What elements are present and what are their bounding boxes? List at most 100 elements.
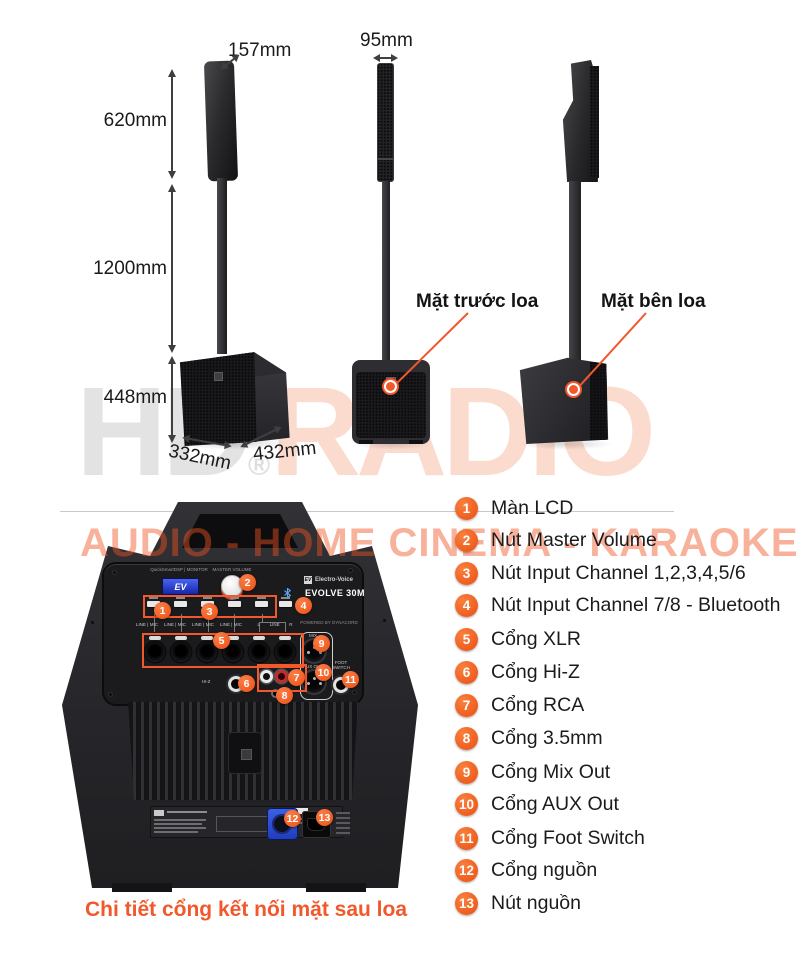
label-text-bar — [154, 823, 202, 825]
target-dot-front — [384, 380, 397, 393]
button-caption-bar — [257, 597, 266, 599]
legend-number: 9 — [455, 760, 478, 784]
speaker1-column-array — [203, 60, 239, 182]
legend-label: Nút Input Channel 7/8 - Bluetooth — [491, 593, 781, 616]
speaker2-base — [352, 360, 430, 444]
legend-label: Nút Master Volume — [491, 528, 657, 551]
drop-line — [208, 614, 209, 632]
legend-number: 13 — [455, 891, 478, 915]
speaker1-pole — [217, 178, 227, 354]
legend-label: Cổng 3.5mm — [491, 726, 603, 749]
l-label: L — [257, 622, 261, 627]
callout-10: 10 — [315, 664, 332, 681]
screw-icon — [112, 570, 117, 575]
legend-label: Cổng Foot Switch — [491, 826, 645, 849]
callout-12: 12 — [284, 810, 301, 827]
label-text-bar — [167, 811, 207, 813]
rca-jack-white[interactable] — [260, 670, 273, 683]
speaker1-base — [174, 346, 292, 448]
drop-line — [259, 622, 286, 623]
line-mic-label: LINE | MIC — [220, 622, 242, 627]
arrowhead — [168, 171, 176, 179]
rear-panel-view: QuickSmartDSP | MONITOR EV MASTER VOLUME… — [60, 500, 420, 900]
callout-2: 2 — [239, 574, 256, 591]
drop-line — [181, 614, 182, 632]
lcd-text: EV — [174, 581, 187, 592]
label-text-bar — [154, 819, 206, 821]
callout-7: 7 — [288, 669, 305, 686]
jack-label-pill — [201, 636, 213, 640]
ev-emblem — [241, 749, 252, 760]
legend-item-13: 13 Nút nguồn — [455, 891, 581, 915]
dim-base-height: 448mm — [103, 387, 167, 408]
xlr-combo-jack-4[interactable] — [223, 642, 243, 662]
screw-icon — [382, 618, 387, 623]
arrowhead — [168, 345, 176, 353]
model-name: EVOLVE 30M — [305, 588, 365, 598]
legend-label: Cổng AUX Out — [491, 792, 619, 815]
xlr-combo-jack-1[interactable] — [145, 642, 165, 662]
lcd-caption: QuickSmartDSP | MONITOR — [150, 567, 208, 572]
legend-label: Cổng nguồn — [491, 858, 598, 881]
ev-logo-small — [154, 810, 164, 816]
mix-label: MIX — [308, 633, 317, 638]
dim-front-width: 95mm — [360, 30, 413, 51]
line-mic-label: LINE | MIC — [136, 622, 158, 627]
callout-4: 4 — [295, 597, 312, 614]
dim-array-height: 620mm — [103, 110, 167, 131]
ev-logo-icon: EV — [304, 576, 312, 584]
watermark-tagline: AUDIO - HOME CINEMA - KARAOKE — [80, 521, 799, 565]
xlr-combo-jack-2[interactable] — [171, 642, 191, 662]
legend-label: Màn LCD — [491, 496, 574, 519]
callout-1: 1 — [154, 602, 171, 619]
input-5-6-button[interactable] — [255, 601, 268, 607]
speaker3-base-grille-edge — [590, 362, 607, 440]
drop-line — [234, 614, 235, 632]
xlr-combo-jack-3[interactable] — [197, 642, 217, 662]
volume-label: MASTER VOLUME — [212, 567, 252, 572]
legend-number: 5 — [455, 627, 478, 651]
speaker3-column-grille-edge — [590, 66, 599, 178]
legend-number: 6 — [455, 660, 478, 684]
legend-number: 3 — [455, 561, 478, 585]
registered-mark-icon: ® — [248, 449, 271, 482]
powered-by: POWERED BY DYNACORD — [300, 620, 358, 625]
xlr-pins — [312, 677, 316, 680]
screw-icon — [90, 620, 95, 625]
jack-label-pill — [279, 636, 291, 640]
brand-name: Electro-Voice — [315, 577, 353, 583]
callout-6: 6 — [238, 675, 255, 692]
input-2-button[interactable] — [174, 601, 187, 607]
xlr-combo-jack-6[interactable] — [275, 642, 295, 662]
xlr-combo-jack-5[interactable] — [249, 642, 269, 662]
button-caption-bar — [176, 597, 185, 599]
input-4-button[interactable] — [228, 601, 241, 607]
legend-label: Nút nguồn — [491, 891, 581, 914]
legend-item-5: 5 Cổng XLR — [455, 627, 581, 651]
input-1-button[interactable] — [147, 601, 160, 607]
hi-z-label: HI-Z — [201, 679, 211, 684]
input-7-8-button[interactable] — [279, 601, 292, 607]
dim-line-1200 — [171, 191, 173, 345]
arrowhead — [168, 69, 176, 77]
speaker1-ev-badge — [214, 372, 223, 381]
button-caption-bar — [281, 597, 290, 599]
speaker2-column-array — [377, 63, 394, 182]
rca-jack-red[interactable] — [275, 670, 288, 683]
jack-label-pill — [175, 636, 187, 640]
speaker2-foot — [359, 440, 373, 444]
jack-label-pill — [227, 636, 239, 640]
arrowhead — [168, 435, 176, 443]
legend-number: 1 — [455, 496, 478, 520]
line-mic-label: LINE | MIC — [164, 622, 186, 627]
foot-switch-label: FOOT SWITCH — [332, 660, 350, 671]
legend-number: 12 — [455, 858, 478, 882]
aux-label: AUX OUT — [302, 664, 323, 669]
legend-label: Cổng XLR — [491, 627, 581, 650]
